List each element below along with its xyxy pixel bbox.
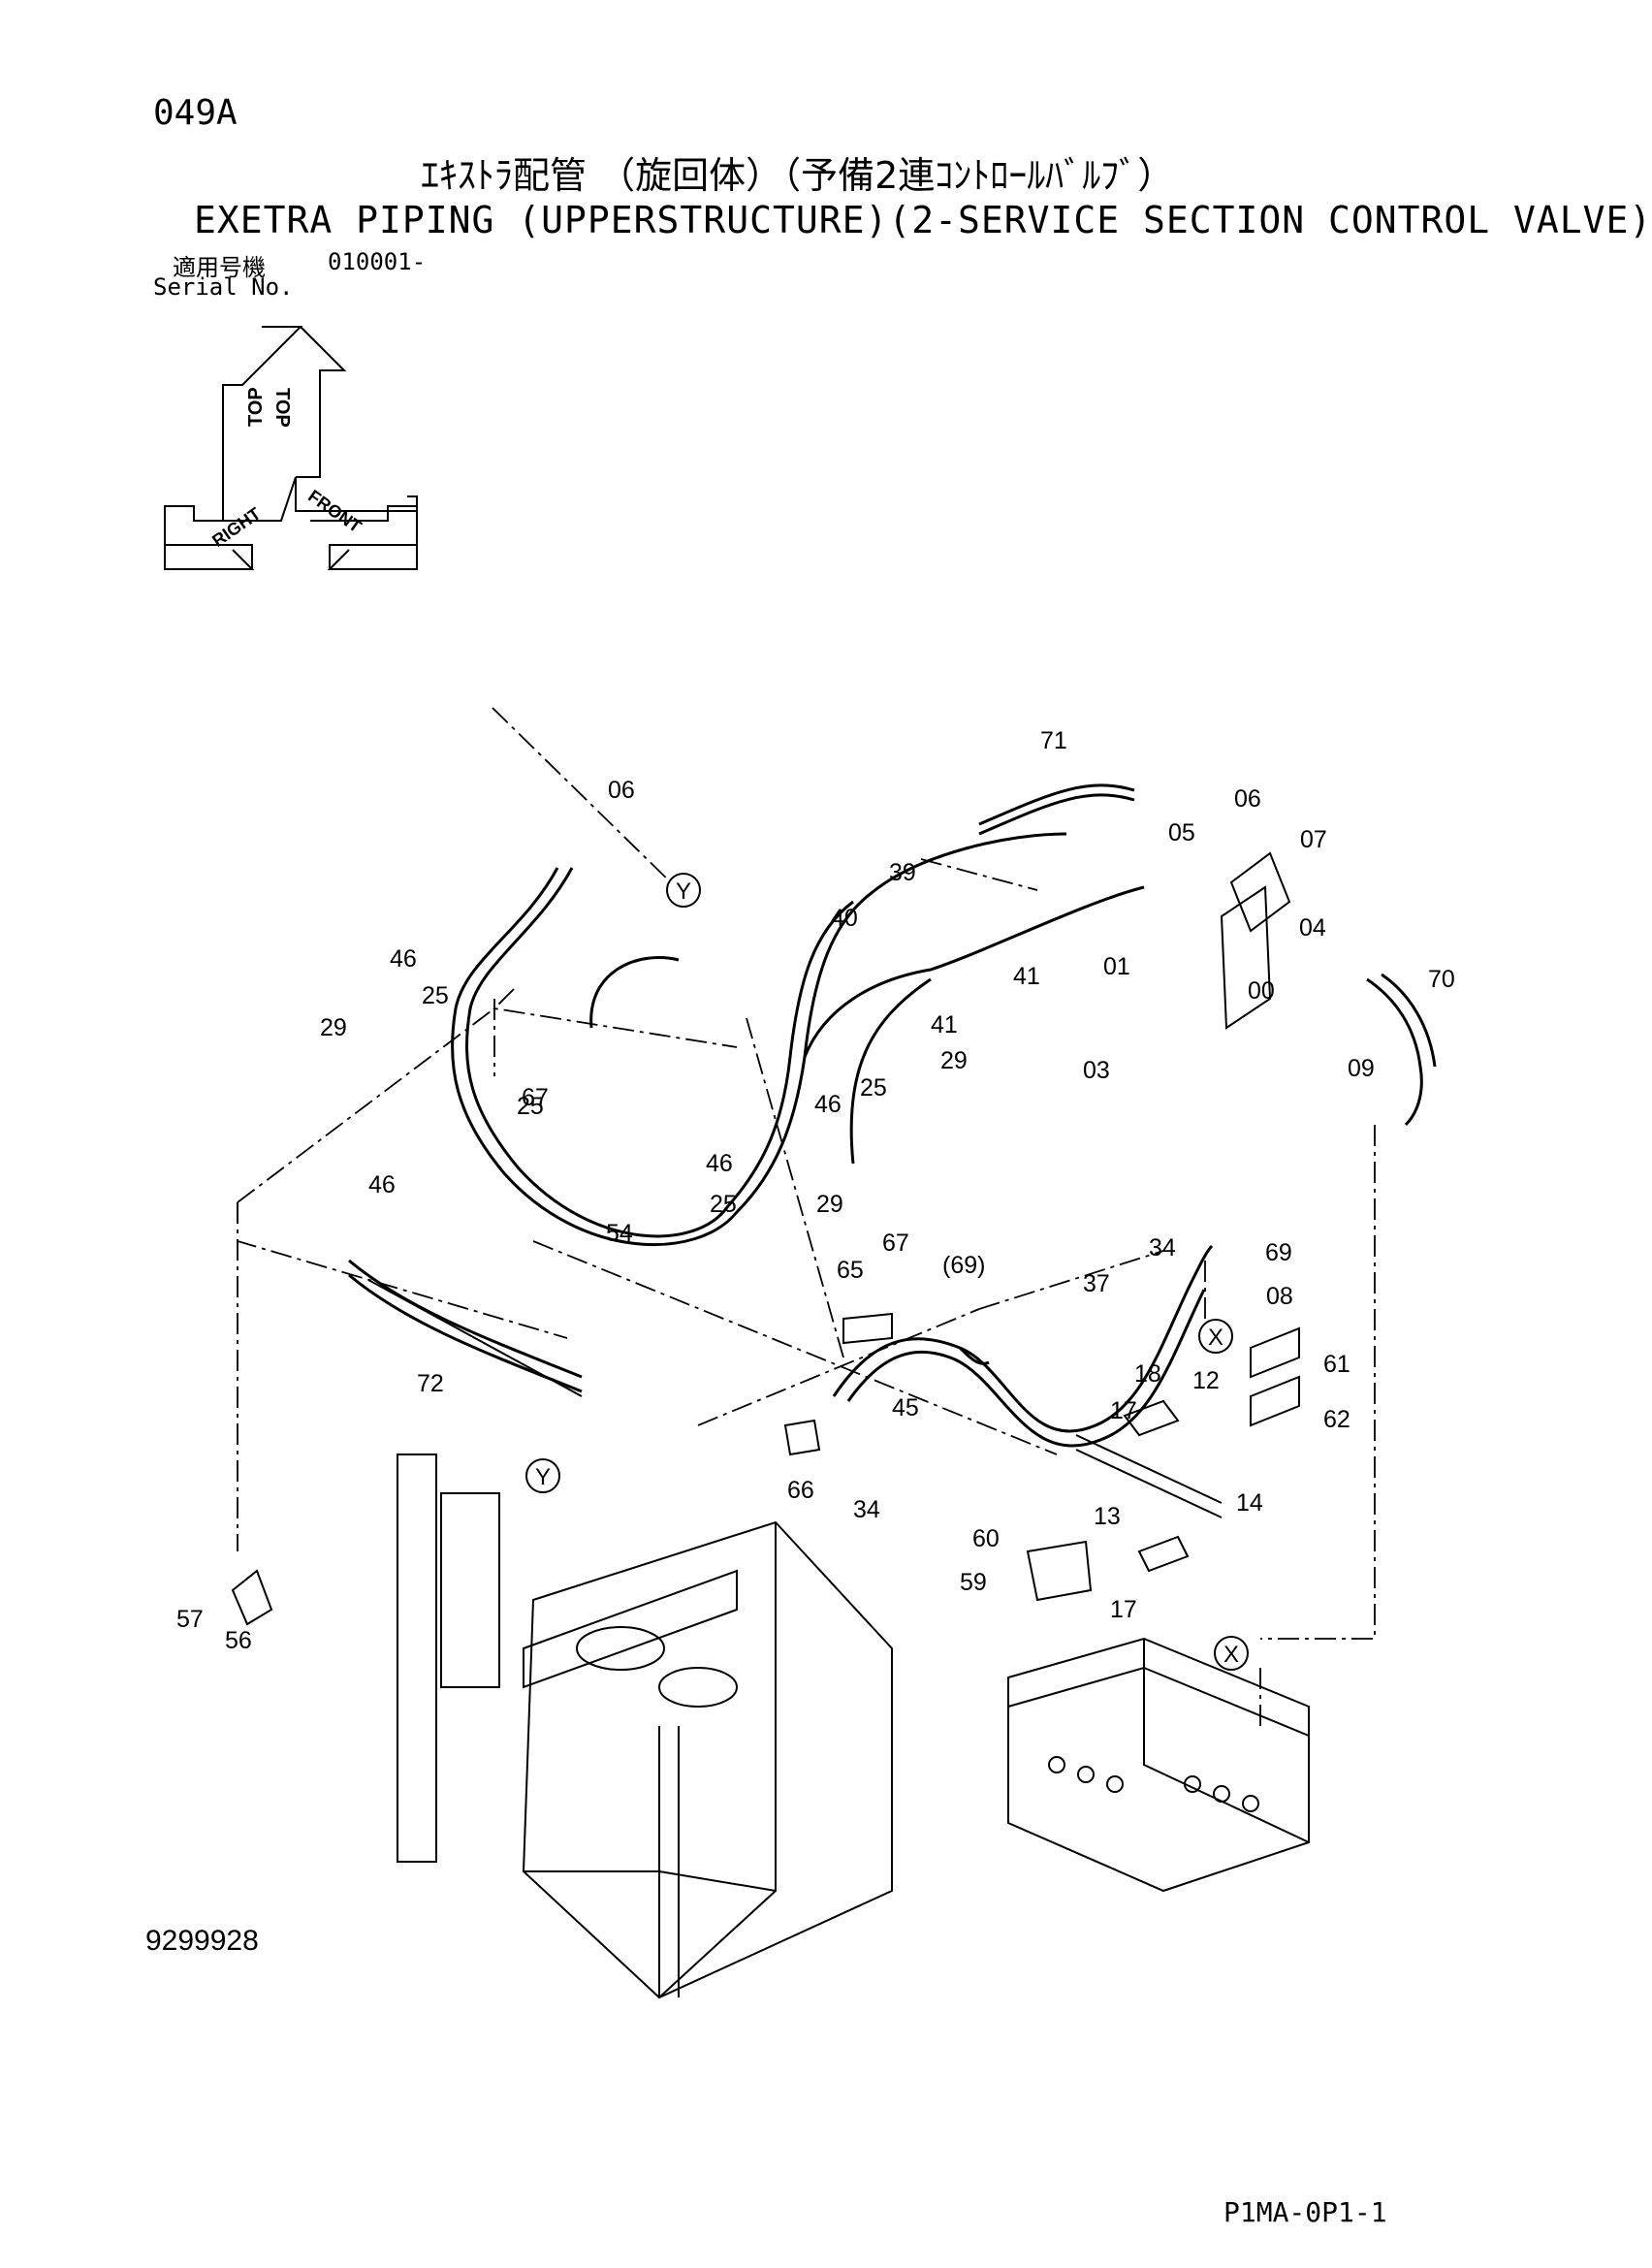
callout-07: 07 <box>1300 826 1327 853</box>
callout-00: 00 <box>1248 977 1275 1005</box>
svg-text:X: X <box>1208 1325 1223 1351</box>
orientation-indicator: TOP TOP RIGHT FRONT <box>164 326 418 570</box>
callout-03: 03 <box>1083 1057 1110 1084</box>
plate-59 <box>1026 1540 1093 1602</box>
callout-56: 56 <box>225 1627 252 1654</box>
callout-59: 59 <box>960 1569 987 1596</box>
machine-body <box>397 1453 1310 1999</box>
svg-text:Y: Y <box>535 1464 551 1490</box>
block-61 <box>1250 1326 1300 1379</box>
callout-66: 66 <box>787 1477 814 1504</box>
pipe-13 <box>1075 1434 1223 1504</box>
view-markers: Y Y X X <box>525 873 1249 1671</box>
callout-14: 14 <box>1236 1489 1263 1517</box>
callout-25-b: 25 <box>517 1093 544 1120</box>
callout-37: 37 <box>1083 1270 1110 1297</box>
clamp-17-lower <box>1137 1535 1190 1573</box>
callout-01: 01 <box>1103 953 1130 980</box>
callout-62: 62 <box>1323 1406 1350 1433</box>
callout-45: 45 <box>892 1394 919 1421</box>
callout-25-a: 25 <box>422 982 449 1009</box>
callout-54: 54 <box>606 1220 633 1247</box>
bracket-65 <box>842 1312 893 1345</box>
callout-17-lower: 17 <box>1110 1596 1137 1623</box>
fittings <box>231 851 1300 1626</box>
callout-25-c: 25 <box>860 1074 887 1102</box>
callout-60: 60 <box>972 1525 1000 1552</box>
callout-67-a: 67 <box>522 1084 549 1111</box>
callout-40: 40 <box>831 905 858 932</box>
callout-08: 08 <box>1266 1283 1293 1310</box>
view-marker-y-lower: Y <box>525 1458 560 1493</box>
callout-06-right: 06 <box>1234 785 1261 813</box>
block-62 <box>1250 1375 1300 1427</box>
callout-71: 71 <box>1040 727 1067 754</box>
hose-72 <box>367 1279 583 1397</box>
serial-label-english: Serial No. <box>153 273 294 301</box>
callout-34-upper: 34 <box>1149 1234 1176 1262</box>
callout-46-c: 46 <box>368 1171 396 1198</box>
callout-06-left: 06 <box>608 777 635 804</box>
callout-65: 65 <box>837 1257 864 1284</box>
callout-69-paren: (69) <box>942 1252 985 1279</box>
leader-lines <box>237 707 1376 1726</box>
parts-diagram: TOP TOP RIGHT FRONT <box>164 326 1455 1999</box>
callout-69: 69 <box>1265 1239 1292 1266</box>
callout-46-a: 46 <box>390 945 417 973</box>
callout-57: 57 <box>176 1606 204 1633</box>
orientation-top-2: TOP <box>245 387 267 427</box>
callout-13: 13 <box>1094 1503 1121 1530</box>
bracket-01 <box>1220 885 1272 1030</box>
serial-number: 010001- <box>328 248 427 275</box>
clamp-17-upper <box>1123 1399 1180 1437</box>
serial-label-japanese: 適用号機 <box>173 254 266 281</box>
callout-70: 70 <box>1428 966 1455 993</box>
bracket-56 <box>231 1569 273 1626</box>
callout-05: 05 <box>1168 819 1195 847</box>
callout-17-upper: 17 <box>1110 1397 1137 1424</box>
valve-block-00 <box>1229 851 1291 933</box>
callout-04: 04 <box>1299 914 1326 942</box>
callout-46-b: 46 <box>814 1091 842 1118</box>
callout-34-lower: 34 <box>853 1496 880 1523</box>
orientation-right: RIGHT <box>208 503 264 551</box>
page-reference: P1MA-0P1-1 <box>1223 2196 1387 2228</box>
view-marker-y-upper: Y <box>666 873 701 908</box>
svg-text:Y: Y <box>676 878 691 905</box>
plate-66 <box>783 1419 821 1456</box>
title-japanese: ｴｷｽﾄﾗ配管 （旋回体）（予備2連ｺﾝﾄﾛｰﾙﾊﾞﾙﾌﾞ） <box>421 154 1175 197</box>
callout-61: 61 <box>1323 1351 1350 1378</box>
view-marker-x-lower: X <box>1214 1636 1249 1671</box>
callout-12: 12 <box>1192 1367 1220 1394</box>
callout-72: 72 <box>417 1370 444 1397</box>
callout-67-b: 67 <box>882 1230 909 1257</box>
view-marker-x-upper: X <box>1198 1319 1233 1354</box>
callout-46-d: 46 <box>706 1150 733 1177</box>
callout-39: 39 <box>889 859 916 886</box>
callout-29-b: 29 <box>940 1047 968 1074</box>
callout-29-a: 29 <box>320 1014 347 1041</box>
svg-text:X: X <box>1223 1642 1239 1668</box>
callout-18: 18 <box>1134 1360 1161 1388</box>
callout-41-a: 41 <box>1013 963 1040 990</box>
page-code: 049A <box>153 93 238 133</box>
document-number: 9299928 <box>145 1925 259 1957</box>
callout-29-c: 29 <box>816 1191 843 1218</box>
callout-labels: 00 01 03 04 05 06 06 07 08 09 12 13 14 1… <box>176 727 1455 1654</box>
callout-41-b: 41 <box>931 1011 958 1038</box>
orientation-top-1: TOP <box>271 388 293 428</box>
callout-25-d: 25 <box>710 1191 737 1218</box>
title-english: EXETRA PIPING (UPPERSTRUCTURE)(2-SERVICE… <box>194 199 1652 241</box>
callout-09: 09 <box>1348 1055 1375 1082</box>
